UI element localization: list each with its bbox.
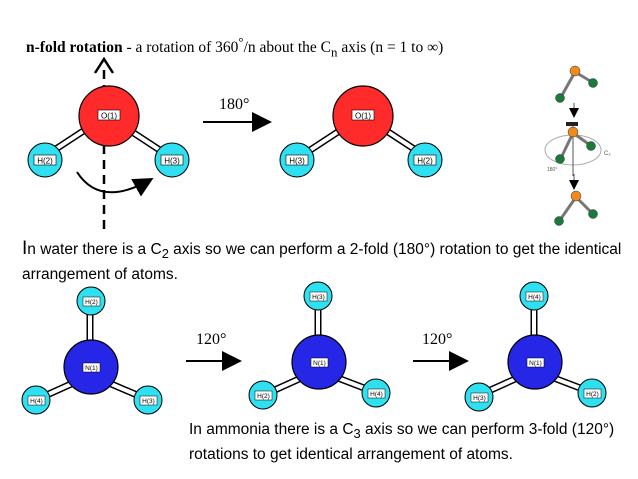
title-subscript: n (330, 44, 338, 60)
water-molecule-after: O(1) H(3) H(2) (279, 85, 443, 178)
inset-angle-label: 180° (547, 167, 557, 173)
angle-label-120-second: 120° (422, 331, 453, 348)
water-text-subscript: 2 (161, 246, 169, 262)
atom-label-right: H(3) (164, 157, 180, 166)
inset-axis-label: C₂ (604, 151, 611, 157)
atom-label-center: N(1) (85, 365, 98, 372)
angle-label-120-first: 120° (196, 331, 227, 348)
inset-green-atom (586, 141, 596, 151)
title-text-a: - a rotation of 360 (122, 39, 239, 57)
title-term: n-fold rotation (26, 39, 123, 57)
atom-label-right: H(2) (586, 391, 599, 398)
water-explanation-text: In water there is a C2 axis so we can pe… (22, 238, 622, 285)
atom-label-top: H(2) (85, 299, 98, 306)
water-molecule-before: O(1) H(2) H(3) (27, 56, 190, 229)
inset-green-atom (554, 216, 564, 226)
atom-label-left: H(2) (37, 157, 53, 166)
water-text-b: axis so we can perform a 2-fold (180°) r… (22, 241, 622, 284)
ammonia-text-b: axis so we can perform 3-fold (120°) rot… (189, 421, 615, 464)
angle-label-180: 180° (219, 96, 250, 113)
rotation-inset-illustration: C₂ 180° (544, 65, 611, 226)
atom-label-left: H(4) (30, 398, 43, 405)
atom-label-top: H(4) (528, 294, 541, 301)
ammonia-molecule-3: N(1) H(4) H(3) H(2) (464, 281, 607, 412)
ammonia-molecule-2: N(1) H(3) H(2) H(4) (248, 281, 391, 410)
ammonia-explanation-text: In ammonia there is a C3 axis so we can … (189, 419, 629, 465)
ammonia-text-a: In ammonia there is a C (189, 421, 354, 438)
atom-label-left: H(3) (473, 395, 486, 402)
inset-green-atom (588, 78, 598, 88)
water-text-a: n water there is a C (27, 241, 162, 258)
atom-label-right: H(4) (370, 391, 383, 398)
inset-green-atom (588, 209, 598, 219)
title-text-b: /n about the C (243, 39, 331, 57)
atom-label-right: H(3) (142, 398, 155, 405)
title-line: n-fold rotation - a rotation of 360°/n a… (26, 34, 443, 60)
atom-label-center: N(1) (529, 360, 542, 367)
inset-green-atom (555, 93, 565, 103)
atom-label-left: H(2) (257, 393, 270, 400)
ammonia-text-subscript: 3 (353, 426, 361, 442)
atom-label-center: N(1) (313, 360, 326, 367)
inset-orange-atom (567, 126, 579, 138)
atom-label-center: O(1) (101, 112, 117, 121)
inset-orange-atom (570, 190, 582, 202)
inset-orange-atom (569, 65, 581, 77)
curved-rotation-arrow-icon (76, 171, 154, 197)
axis-arrowhead-icon (93, 56, 115, 74)
water-text-first-letter: I (22, 238, 28, 259)
atom-label-right: H(2) (417, 157, 433, 166)
ammonia-molecule-1: N(1) H(2) H(4) H(3) (21, 286, 163, 415)
atom-label-center: O(1) (355, 112, 371, 121)
atom-label-top: H(3) (312, 294, 325, 301)
inset-green-atom (555, 154, 565, 164)
title-degree: ° (238, 34, 244, 49)
atom-label-left: H(3) (289, 157, 305, 166)
title-text-c: axis (n = 1 to ∞) (337, 39, 444, 57)
